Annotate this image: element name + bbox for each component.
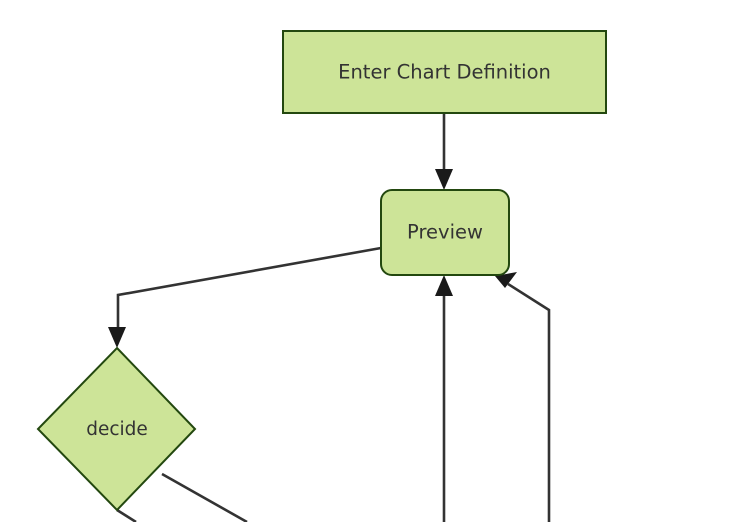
edge-enter-to-preview bbox=[435, 113, 453, 190]
edge-line bbox=[507, 282, 551, 522]
edge-preview-to-decide bbox=[108, 246, 382, 348]
edge-decide-bottom-out bbox=[116, 508, 137, 522]
edge-bottom-to-preview bbox=[435, 275, 453, 522]
node-decide[interactable]: decide bbox=[36, 346, 197, 512]
edge-decide-right-out bbox=[161, 472, 248, 522]
arrowhead-upleft-icon bbox=[495, 272, 517, 288]
node-rounded-rectangle[interactable] bbox=[380, 189, 510, 276]
arrowhead-down-icon bbox=[108, 327, 126, 348]
node-diamond[interactable] bbox=[36, 346, 197, 512]
node-enter-chart-definition[interactable]: Enter Chart Definition bbox=[282, 30, 607, 114]
arrowhead-up-icon bbox=[435, 275, 453, 296]
node-rectangle[interactable] bbox=[282, 30, 607, 114]
edge-line bbox=[116, 246, 382, 334]
node-layer: Enter Chart Definition Preview decide bbox=[36, 30, 607, 512]
edge-layer bbox=[108, 113, 551, 522]
node-label-preview: Preview bbox=[407, 221, 483, 244]
edge-bottom-right-to-preview bbox=[495, 272, 551, 522]
node-preview[interactable]: Preview bbox=[380, 189, 510, 276]
arrowhead-down-icon bbox=[435, 169, 453, 190]
node-label-enter-chart-definition: Enter Chart Definition bbox=[338, 61, 551, 84]
node-label-decide: decide bbox=[86, 419, 148, 440]
